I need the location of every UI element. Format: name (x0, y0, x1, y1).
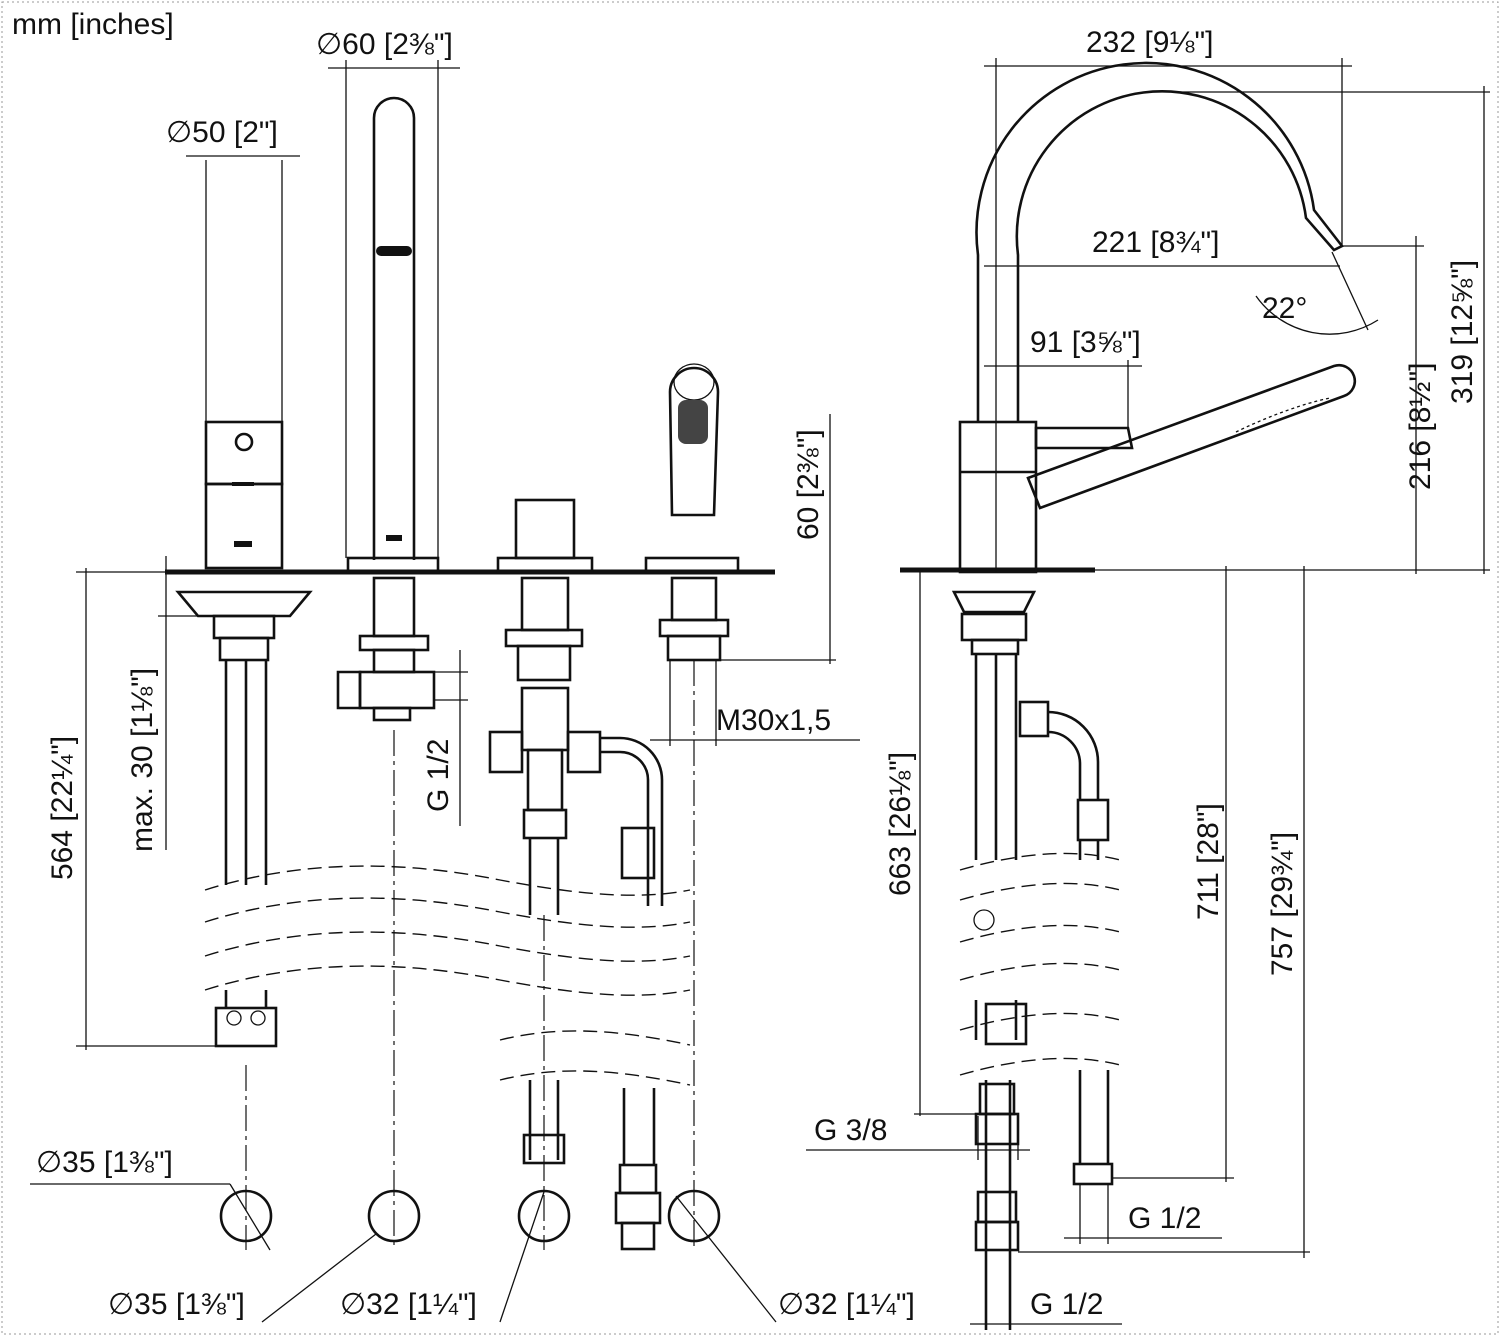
svg-text:319 [12⅝"]: 319 [12⅝"] (1446, 260, 1479, 404)
svg-text:G 3/8: G 3/8 (814, 1114, 887, 1147)
dim-h216: 216 [8½"] (1340, 236, 1437, 574)
dim-w232: 232 [9⅛"] (984, 26, 1352, 572)
svg-text:22°: 22° (1262, 292, 1307, 325)
dim-g12-bottom: G 1/2 (970, 1288, 1122, 1325)
dim-d50: ∅50 [2"] (166, 116, 300, 157)
dim-g12-left: G 1/2 (422, 650, 468, 826)
dim-d35-top: ∅35 [1⅜"] (30, 1146, 271, 1251)
dim-w91: 91 [3⅝"] (984, 326, 1142, 428)
svg-text:757 [29¾"]: 757 [29¾"] (1266, 832, 1299, 976)
svg-text:∅32 [1¼"]: ∅32 [1¼"] (340, 1288, 477, 1321)
dim-m30-thread: M30x1,5 (650, 660, 860, 746)
spout-front (336, 96, 440, 722)
dim-h757: 757 [29¾"] (1018, 566, 1310, 1258)
svg-text:564 [22¼"]: 564 [22¼"] (46, 736, 79, 880)
svg-text:221 [8¾"]: 221 [8¾"] (1092, 226, 1219, 259)
svg-text:91 [3⅝"]: 91 [3⅝"] (1030, 326, 1141, 359)
svg-text:∅60 [2⅜"]: ∅60 [2⅜"] (316, 28, 453, 61)
svg-text:663 [26⅛"]: 663 [26⅛"] (884, 752, 917, 896)
dim-h564: 564 [22¼"] (46, 568, 216, 1050)
dim-d32-right: ∅32 [1¼"] (675, 1195, 915, 1323)
svg-text:G 1/2: G 1/2 (1030, 1288, 1103, 1321)
pipe-break-waves (204, 852, 1121, 1086)
dim-g38: G 3/8 (806, 1114, 1030, 1160)
svg-text:∅50 [2"]: ∅50 [2"] (166, 116, 278, 149)
svg-text:max. 30 [1⅛"]: max. 30 [1⅛"] (126, 668, 159, 852)
dim-d60: ∅60 [2⅜"] (316, 28, 460, 558)
units-label: mm [inches] (12, 8, 174, 41)
diverter-front (488, 498, 664, 1251)
dim-d35-bottom: ∅35 [1⅜"] (108, 1233, 377, 1323)
faucet-side-view (951, 61, 1357, 1330)
hand-shower-front (644, 363, 740, 662)
dim-h60-holder: 60 [2⅜"] (716, 414, 836, 664)
svg-text:G 1/2: G 1/2 (1128, 1202, 1201, 1235)
svg-text:711 [28"]: 711 [28"] (1192, 803, 1225, 920)
svg-text:∅35 [1⅜"]: ∅35 [1⅜"] (108, 1288, 245, 1321)
dim-w221: 221 [8¾"] (984, 226, 1369, 331)
svg-text:G 1/2: G 1/2 (422, 739, 455, 812)
dim-h319: 319 [12⅝"] (1095, 86, 1490, 574)
mixer-valve-front (175, 160, 313, 1048)
svg-text:∅32 [1¼"]: ∅32 [1¼"] (778, 1288, 915, 1321)
svg-text:232 [9⅛"]: 232 [9⅛"] (1086, 26, 1213, 59)
svg-text:60 [2⅜"]: 60 [2⅜"] (792, 429, 825, 540)
dim-h711: 711 [28"] (1112, 566, 1234, 1182)
dim-max30: max. 30 [1⅛"] (126, 556, 214, 852)
svg-text:M30x1,5: M30x1,5 (716, 704, 831, 737)
svg-text:∅35 [1⅜"]: ∅35 [1⅜"] (36, 1146, 173, 1179)
dim-g12-right: G 1/2 (1064, 1184, 1222, 1244)
svg-text:216 [8½"]: 216 [8½"] (1404, 363, 1437, 490)
dim-h663: 663 [26⅛"] (884, 570, 980, 1116)
deck-holes (219, 1189, 721, 1243)
dim-d32-left: ∅32 [1¼"] (340, 1191, 545, 1323)
dim-angle22: 22° (1255, 292, 1379, 335)
